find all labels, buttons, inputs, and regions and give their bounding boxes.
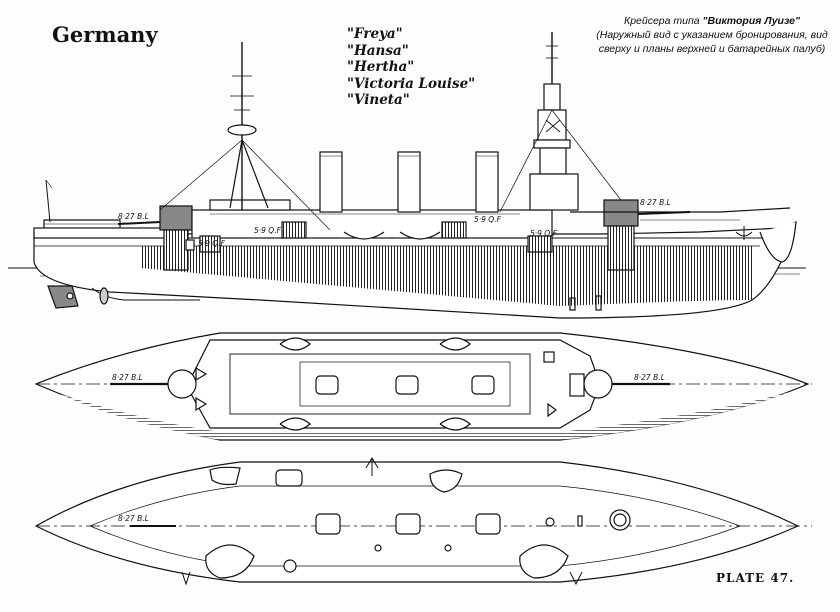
label-casemate-2: 5·9 Q.F <box>254 226 282 235</box>
hatch <box>315 513 341 535</box>
label-plan-aft-gun: 8·27 B.L <box>112 373 143 382</box>
propeller <box>99 287 109 305</box>
ship-name-victoria-louise: "Victoria Louise" <box>347 75 476 92</box>
hull-marking <box>569 297 576 311</box>
plate-number: PLATE 47. <box>716 571 795 585</box>
russian-caption: Крейсера типа "Виктория Луизе" (Наружный… <box>592 14 832 56</box>
battery-deck-plan <box>34 457 812 586</box>
fighting-top <box>227 124 257 136</box>
boat <box>343 231 385 240</box>
casemate <box>441 221 467 239</box>
ship-name-hansa: "Hansa" <box>347 42 409 59</box>
sponson <box>519 544 569 579</box>
side-elevation <box>8 32 806 319</box>
forward-turret <box>603 199 639 227</box>
casemate <box>199 235 221 253</box>
country-title: Germany <box>52 22 158 47</box>
label-gun-aft: 8·27 B.L <box>118 212 149 221</box>
aft-turret <box>159 205 193 231</box>
casemate <box>281 221 307 239</box>
label-casemate-3: 5·9 Q.F <box>474 215 502 224</box>
label-plan-fwd-gun: 8·27 B.L <box>634 373 665 382</box>
ship-name-vineta: "Vineta" <box>347 92 410 108</box>
label-deck-aft-gun: 8·27 B.L <box>118 514 149 523</box>
label-casemate-4: 5·9 Q.F <box>530 229 558 238</box>
caption-prefix: Крейсера типа <box>624 15 703 27</box>
funnel-mid <box>397 151 421 213</box>
label-casemate-1: 5·9 Q.F <box>198 239 226 248</box>
armor-belt <box>140 246 752 306</box>
aft-turret-plan <box>167 369 197 399</box>
rudder <box>47 285 79 309</box>
caption-body: (Наружный вид с указанием бронирования, … <box>596 29 828 55</box>
funnel-plan <box>395 375 419 395</box>
upper-deck-plan <box>34 332 812 441</box>
ship-name-hertha: "Hertha" <box>347 59 415 75</box>
funnel-plan <box>315 375 339 395</box>
funnel-aft <box>319 151 343 213</box>
ship-names-list: "Freya" "Hansa" "Hertha" "Victoria Louis… <box>347 26 475 109</box>
funnel-fwd <box>475 151 499 213</box>
label-gun-fwd: 8·27 B.L <box>640 198 671 207</box>
ship-name-freya: "Freya" <box>347 26 403 42</box>
sponson <box>205 544 255 579</box>
foretop <box>543 83 561 111</box>
funnel-plan <box>471 375 495 395</box>
casemate <box>527 235 553 253</box>
caption-class-name: "Виктория Луизе" <box>702 15 800 27</box>
hatch <box>395 513 421 535</box>
hull-marking <box>595 295 602 311</box>
boat <box>399 231 441 240</box>
fwd-turret-plan <box>583 369 613 399</box>
hatch <box>475 513 501 535</box>
